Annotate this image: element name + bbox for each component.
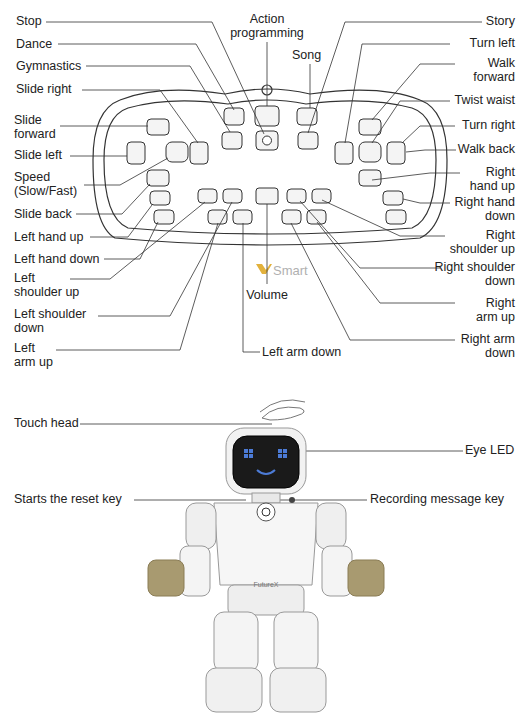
callout-label: Turn right	[425, 118, 515, 132]
callout-label: Right arm down	[453, 332, 515, 360]
remote-outline	[93, 89, 447, 245]
callout-label: Right arm up	[463, 296, 515, 324]
callout-label: Walk forward	[455, 56, 515, 84]
callout-label: Walk back	[425, 142, 515, 156]
callout-label: Right hand up	[460, 165, 515, 193]
callout-label: Recording message key	[370, 492, 520, 506]
touch-hand	[262, 407, 304, 420]
callout-label: Touch head	[14, 416, 114, 430]
callout-label: Left shoulder down	[14, 307, 104, 335]
callout-label: Left hand up	[14, 230, 114, 244]
callout-label: Right shoulder down	[425, 260, 515, 288]
callout-label: Dance	[16, 37, 76, 51]
callout-label: Turn left	[425, 36, 515, 50]
eye-led	[244, 449, 287, 474]
callout-label: Song	[292, 48, 332, 62]
callout-label: Volume	[237, 288, 297, 302]
callout-label: Slide back	[14, 207, 104, 221]
callout-label: Speed (Slow/Fast)	[14, 170, 94, 198]
callout-label: Slide right	[16, 82, 106, 96]
callout-label: Stop	[16, 14, 76, 28]
callout-label: FutureX	[246, 580, 286, 589]
callout-label: Twist waist	[425, 93, 515, 107]
remote-inner-outline	[104, 100, 436, 234]
callout-label: Left arm up	[14, 341, 59, 369]
callout-label: Action programming	[222, 12, 312, 40]
callout-label: Eye LED	[465, 443, 517, 457]
remote-buttons	[127, 106, 406, 224]
callout-label: Story	[455, 14, 515, 28]
callout-label: Left shoulder up	[14, 271, 86, 299]
callout-label: Smart	[273, 263, 323, 278]
smart-logo-mark	[256, 264, 272, 274]
robot-illustration	[148, 400, 384, 712]
callout-label: Gymnastics	[16, 59, 106, 73]
callout-label: Right hand down	[449, 195, 515, 223]
leader-lines	[46, 22, 482, 500]
callout-label: Slide left	[14, 148, 104, 162]
remote-control	[93, 85, 447, 245]
callout-label: Starts the reset key	[14, 492, 174, 506]
callout-label: Right shoulder up	[443, 228, 515, 256]
callout-label: Left arm down	[262, 345, 372, 359]
callout-label: Left hand down	[14, 252, 124, 266]
callout-label: Slide forward	[14, 113, 74, 141]
